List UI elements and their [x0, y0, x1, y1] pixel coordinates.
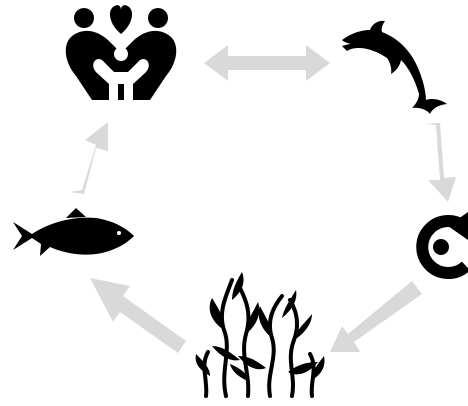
arrow-family-dolphin [204, 45, 330, 81]
fish-icon [13, 208, 134, 256]
arrow-dolphin-cycle [424, 123, 456, 202]
arrow-cycle-seaweed [330, 281, 422, 352]
circular-arrow-icon [422, 212, 468, 273]
family-icon [66, 5, 177, 100]
dolphin-icon [342, 21, 447, 114]
arrow-fish-family [70, 122, 108, 194]
arrow-seaweed-fish [90, 278, 186, 353]
seaweed-icon [196, 272, 325, 396]
